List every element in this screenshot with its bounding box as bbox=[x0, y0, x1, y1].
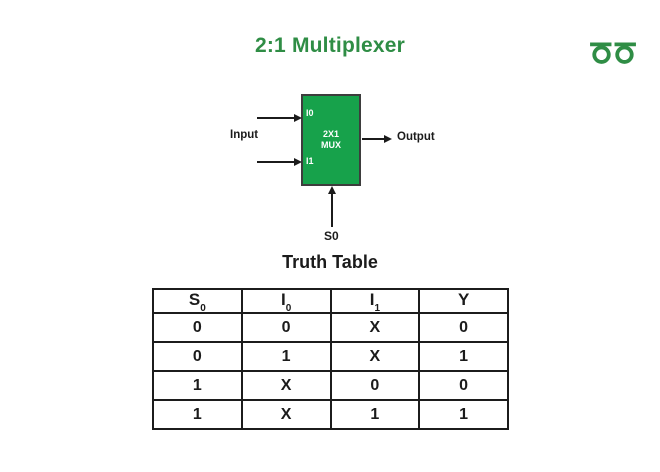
input-i0-arrow bbox=[257, 113, 302, 123]
input-label: Input bbox=[230, 129, 259, 141]
table-cell: 0 bbox=[418, 312, 509, 344]
table-cell: 1 bbox=[152, 370, 243, 402]
arrow-head-up-icon bbox=[328, 186, 336, 194]
table-row: 0 0 X 0 bbox=[152, 312, 509, 344]
table-row: 1 X 0 0 bbox=[152, 370, 509, 402]
truth-table-header-row: S0 I0 I1 Y bbox=[152, 287, 509, 315]
table-cell: 1 bbox=[240, 341, 332, 373]
column-header-s0: S0 bbox=[152, 287, 243, 315]
table-cell: 0 bbox=[240, 312, 332, 344]
subscript: 0 bbox=[285, 303, 292, 315]
table-cell: 0 bbox=[329, 370, 421, 402]
arrow-line bbox=[331, 192, 333, 227]
arrow-line bbox=[257, 161, 296, 163]
column-header-y: Y bbox=[418, 287, 509, 315]
table-cell: 0 bbox=[152, 341, 243, 373]
table-row: 0 1 X 1 bbox=[152, 341, 509, 373]
select-s0-label: S0 bbox=[324, 229, 339, 243]
arrow-line bbox=[257, 117, 296, 119]
table-cell: X bbox=[240, 370, 332, 402]
column-header-i1: I1 bbox=[329, 287, 421, 315]
table-cell: 0 bbox=[152, 312, 243, 344]
truth-table-title: Truth Table bbox=[282, 252, 378, 272]
output-label: Output bbox=[397, 131, 435, 143]
mux-pin-i0-label: I0 bbox=[306, 108, 314, 118]
table-cell: X bbox=[329, 341, 421, 373]
table-cell: X bbox=[329, 312, 421, 344]
table-cell: 1 bbox=[329, 399, 421, 431]
output-arrow bbox=[362, 134, 392, 144]
subscript: 0 bbox=[200, 303, 206, 315]
arrow-head-right-icon bbox=[384, 135, 392, 143]
arrow-line bbox=[362, 138, 386, 140]
table-cell: X bbox=[240, 399, 332, 431]
table-row: 1 X 1 1 bbox=[152, 399, 509, 431]
select-s0-arrow bbox=[327, 186, 337, 227]
mux-label-line1: 2X1 bbox=[322, 129, 339, 139]
subscript: 1 bbox=[374, 303, 381, 315]
mux-label-line2: MUX bbox=[321, 140, 341, 150]
arrow-head-right-icon bbox=[294, 114, 302, 122]
mux-block-label: 2X1 MUX bbox=[303, 129, 359, 151]
table-cell: 0 bbox=[418, 370, 509, 402]
table-cell: 1 bbox=[418, 399, 509, 431]
page-title: 2:1 Multiplexer bbox=[254, 34, 406, 57]
arrow-head-right-icon bbox=[294, 158, 302, 166]
input-i1-arrow bbox=[257, 157, 302, 167]
table-cell: 1 bbox=[152, 399, 243, 431]
table-cell: 1 bbox=[418, 341, 509, 373]
mux-pin-i1-label: I1 bbox=[306, 156, 314, 166]
column-header-i0: I0 bbox=[240, 287, 332, 315]
mux-block: I0 I1 2X1 MUX bbox=[301, 94, 361, 186]
truth-table: S0 I0 I1 Y 0 0 X 0 0 1 X 1 1 X 0 bbox=[152, 287, 509, 431]
geeksforgeeks-logo-icon bbox=[590, 42, 636, 64]
